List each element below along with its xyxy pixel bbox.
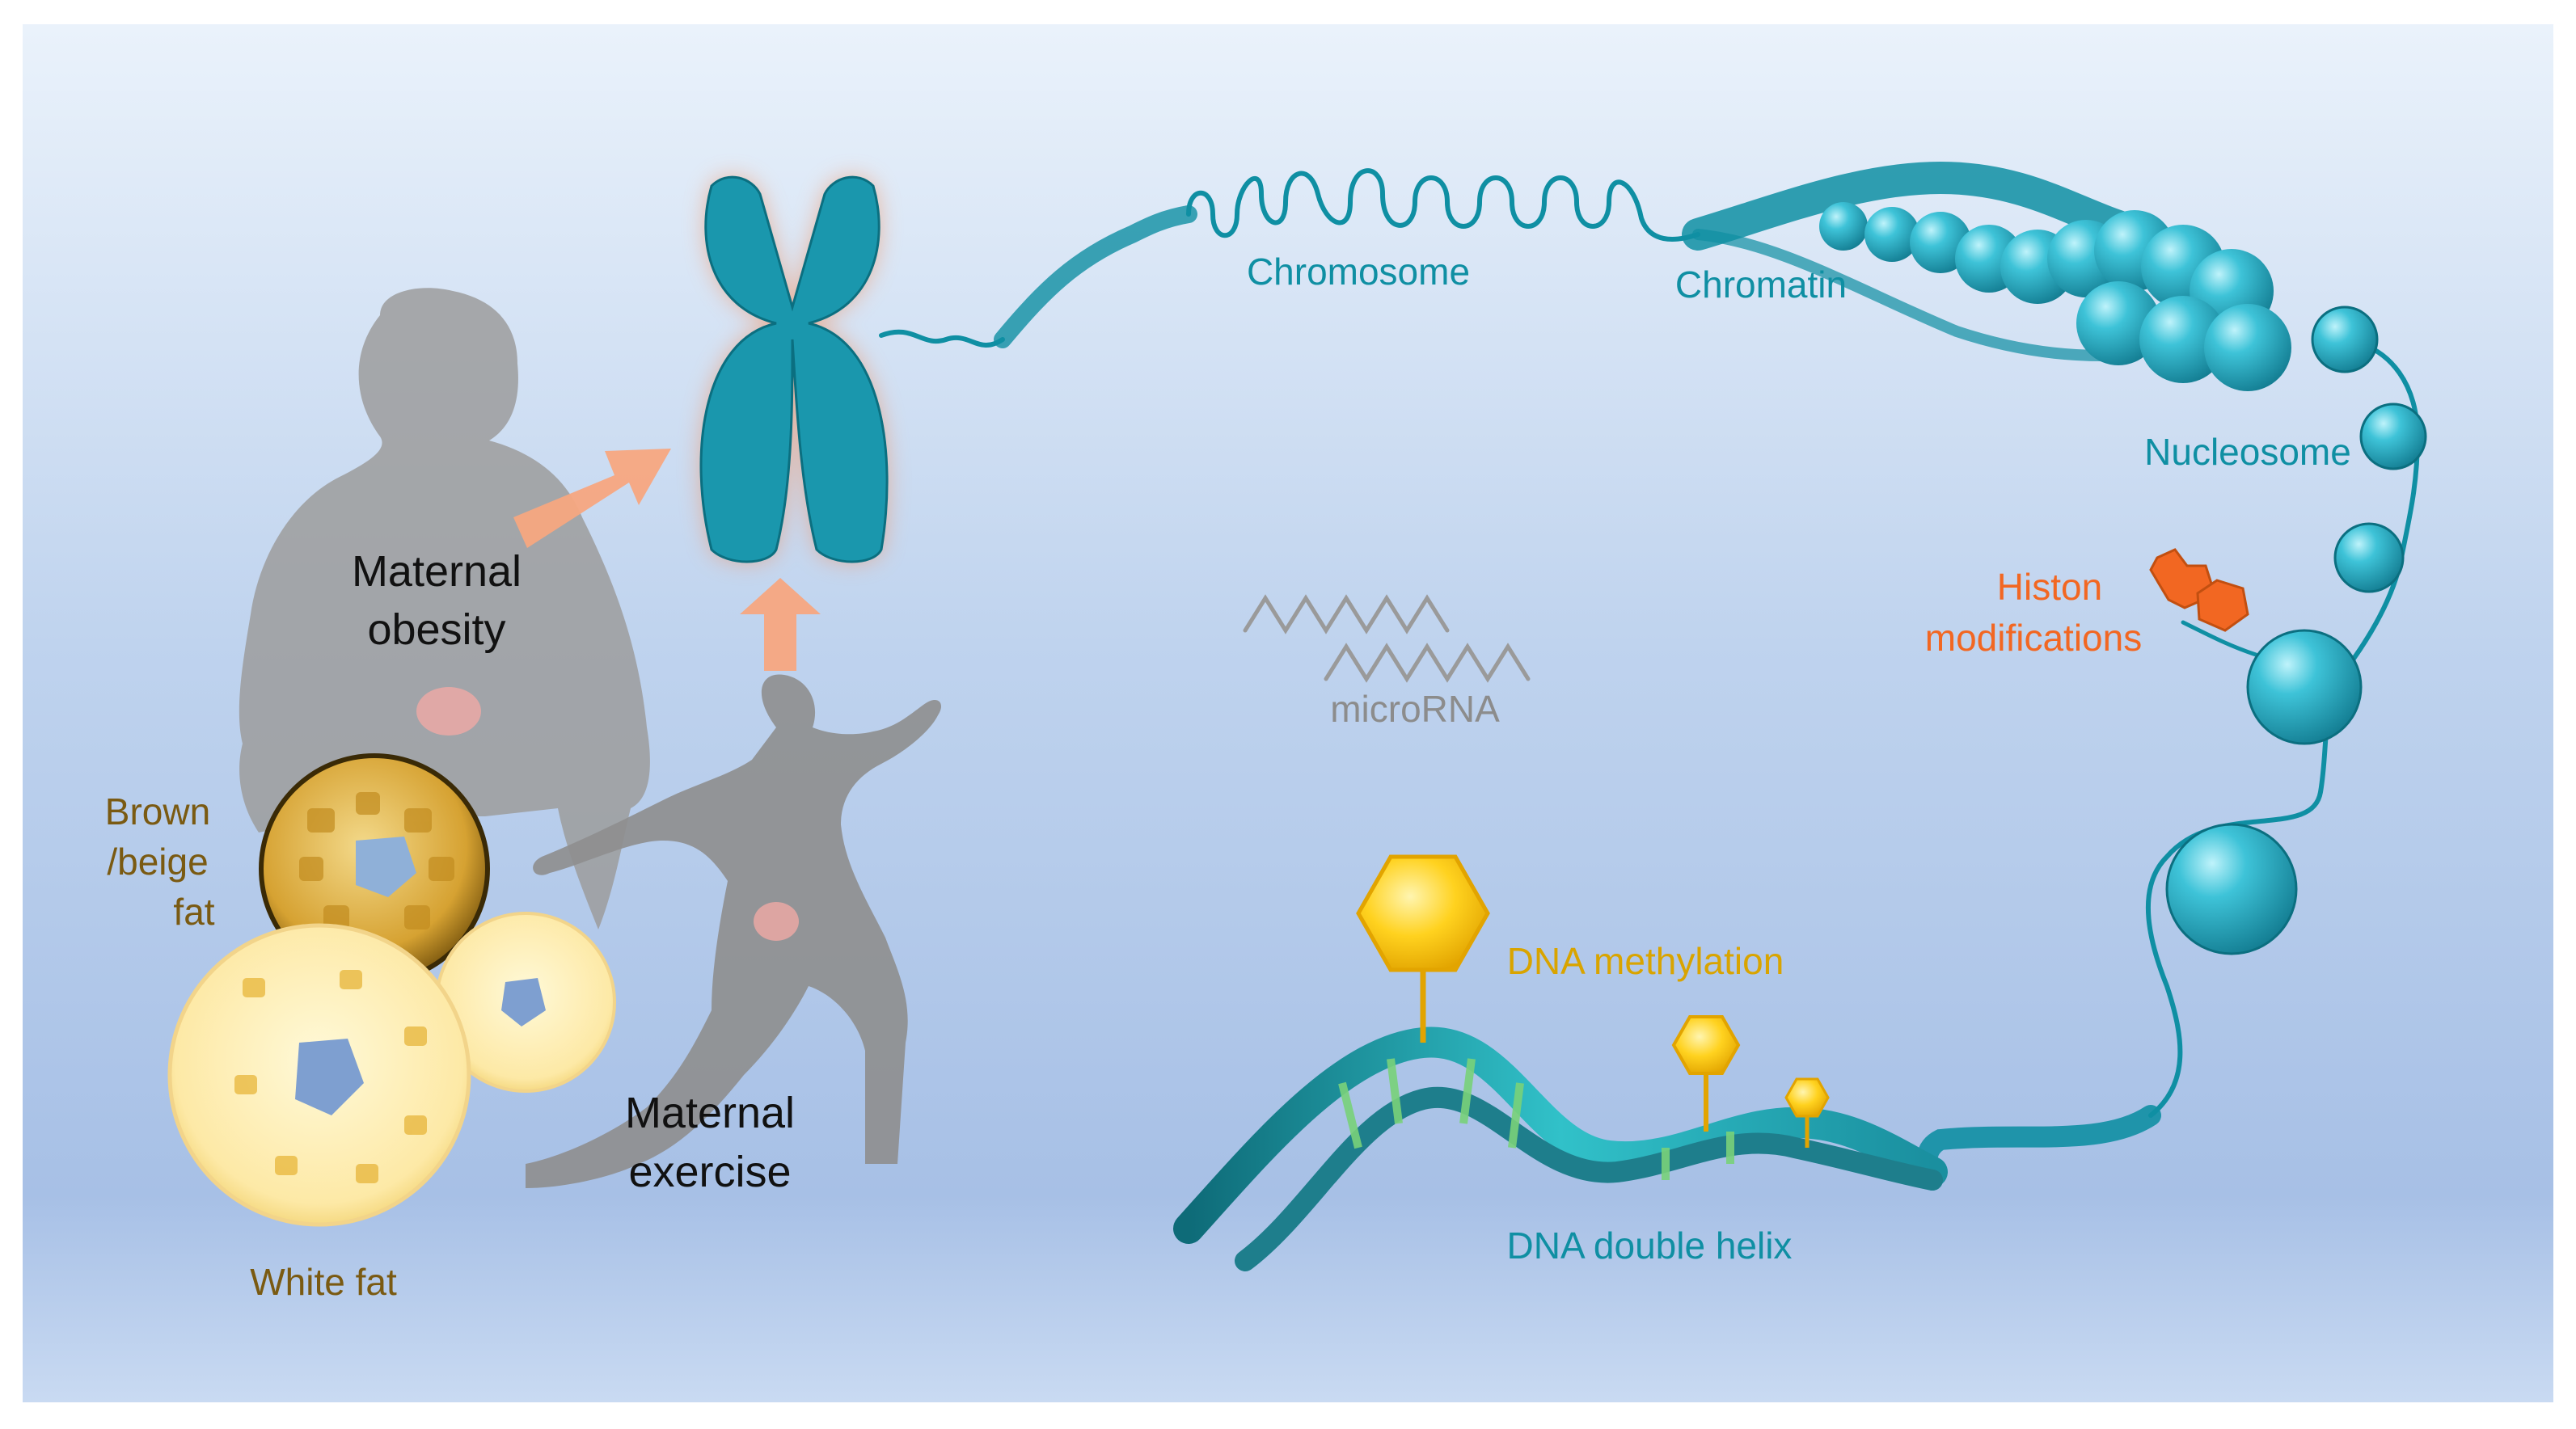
dna-helix-label: DNA double helix [1507,1225,1793,1267]
histon-label-line1: Histon [1997,566,2102,608]
nucleosome-beads [2165,306,2427,955]
microrna-label: microRNA [1330,688,1500,730]
white-fat-cell [167,923,471,1227]
white-fat-label: White fat [250,1261,397,1303]
arrow-icon [513,449,821,671]
microrna-icon [1243,594,1531,683]
brown-fat-label-line3: fat [173,891,214,933]
brown-fat-label-line2: /beige [107,841,208,883]
maternal-exercise-silhouette [526,674,942,1188]
fetus-icon [416,687,799,941]
maternal-exercise-label-line1: Maternal [625,1089,795,1137]
histon-label-line2: modifications [1925,617,2142,659]
chromatin-bead-cluster [1819,202,2291,391]
chromatin-label: Chromatin [1675,263,1847,306]
brown-fat-label-line1: Brown [105,790,210,833]
methyl-group-hexagon-icon [1356,854,1830,1148]
maternal-obesity-label-line2: obesity [367,605,505,654]
nucleosome-label: Nucleosome [2144,431,2351,473]
maternal-obesity-label-line1: Maternal [352,547,522,596]
x-chromosome-icon [699,175,889,563]
dna-methylation-label: DNA methylation [1507,940,1784,982]
maternal-exercise-label-line2: exercise [628,1148,791,1196]
histone-mark-icon [2149,548,2249,632]
chromosome-label: Chromosome [1247,251,1470,293]
dna-double-helix [1173,1026,1948,1271]
